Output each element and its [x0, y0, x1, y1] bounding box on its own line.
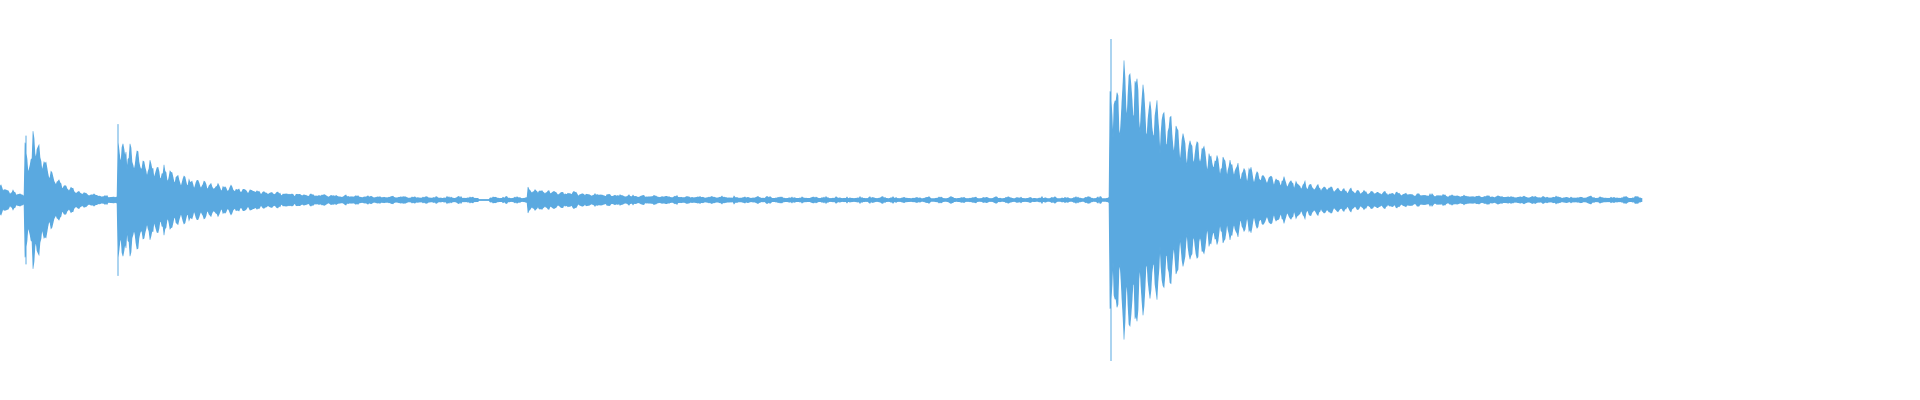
waveform-path-group [0, 39, 1643, 361]
waveform-shape [0, 60, 1643, 340]
